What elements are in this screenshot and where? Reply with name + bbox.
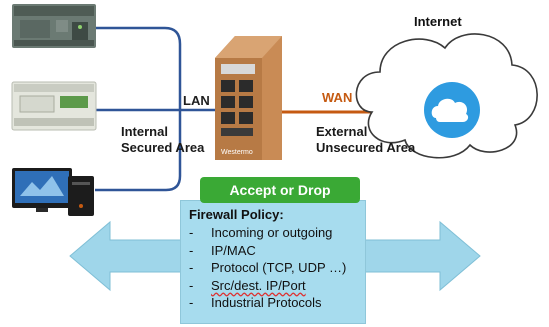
workstation-icon [12,168,94,216]
list-item: - Protocol (TCP, UDP …) [189,259,357,277]
internet-label: Internet [414,14,462,29]
accept-or-drop-badge: Accept or Drop [200,177,360,203]
firewall-policy-box: Firewall Policy: - Incoming or outgoing -… [180,200,366,324]
list-item: - Incoming or outgoing [189,224,357,242]
list-dash: - [189,225,194,240]
lan-label: LAN [183,93,210,108]
lan-connection-lines [95,26,215,192]
list-item-text: IP/MAC [211,242,256,258]
list-item-text: Src/dest. IP/Port [211,277,306,293]
list-dash: - [189,242,194,258]
cloud-icon [355,33,538,159]
secured-area-label: Secured Area [121,140,205,155]
list-item: - Src/dest. IP/Port [189,277,357,295]
list-dash: - [189,295,194,310]
list-item: - IP/MAC [189,242,357,260]
list-item-text: Industrial Protocols [211,295,322,310]
router-brand-label: Westermo [221,149,253,156]
list-dash: - [189,277,194,293]
list-item: - Industrial Protocols [189,294,357,312]
plc-device-icon [12,4,96,48]
internal-label: Internal [121,124,168,139]
list-dash: - [189,260,194,275]
wan-label: WAN [322,90,353,105]
hmi-device-icon [11,81,97,131]
policy-list: - Incoming or outgoing - IP/MAC - Protocol … [189,224,357,312]
list-item-text: Protocol (TCP, UDP …) [211,260,347,275]
list-item-text: Incoming or outgoing [211,225,333,240]
router-icon: Westermo [215,36,282,160]
policy-title: Firewall Policy: [189,207,284,222]
external-label: External [316,124,368,139]
unsecured-area-label: Unsecured Area [316,140,416,155]
